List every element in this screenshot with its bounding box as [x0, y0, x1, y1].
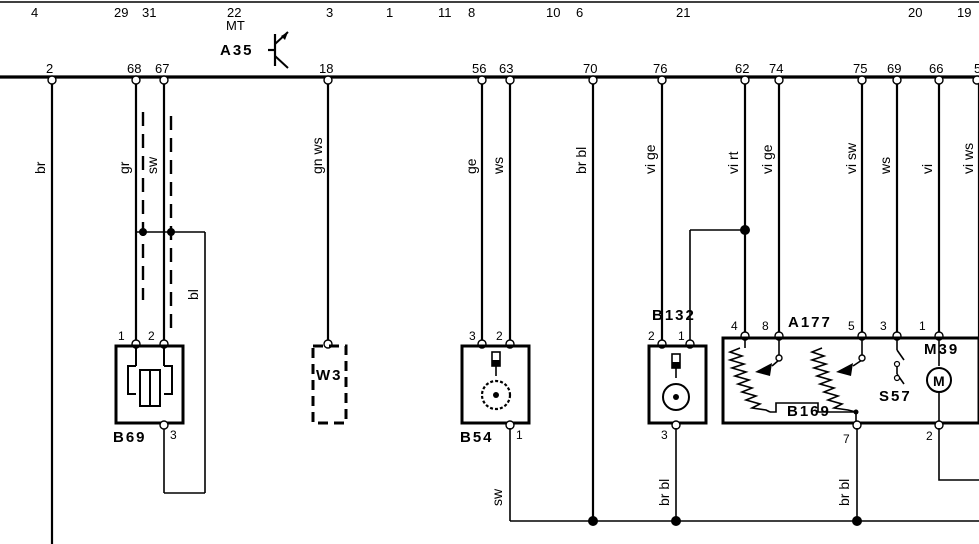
pin-66: 66 — [929, 61, 943, 76]
wire-label-br: br — [32, 161, 48, 174]
pin-69: 69 — [887, 61, 901, 76]
component-a177: 4 8 5 3 1 M — [721, 319, 979, 446]
svg-text:2: 2 — [648, 329, 655, 343]
top-num-6: 6 — [576, 5, 583, 20]
wire-label-vi-rt: vi rt — [725, 151, 741, 174]
top-num-11: 11 — [438, 5, 452, 20]
wire-label-gn-ws: gn ws — [309, 137, 325, 174]
svg-text:4: 4 — [731, 319, 738, 333]
pin-5: 5 — [974, 61, 979, 76]
wire-label-vi-ge: vi ge — [642, 144, 658, 174]
top-num-29: 29 — [114, 5, 128, 20]
component-b69: 1 2 3 — [114, 329, 185, 442]
top-num-8: 8 — [468, 5, 475, 20]
wire-label-br-bl-b132: br bl — [656, 479, 672, 506]
svg-text:1: 1 — [118, 329, 125, 343]
wire-label-vi-sw: vi sw — [843, 142, 859, 174]
pin-68: 68 — [127, 61, 141, 76]
component-label-a35: A35 — [220, 42, 254, 59]
svg-text:3: 3 — [170, 428, 177, 442]
top-mt-label: MT — [226, 18, 245, 33]
top-num-31: 31 — [142, 5, 156, 20]
svg-text:1: 1 — [919, 319, 926, 333]
wire-label-ge: ge — [463, 158, 479, 174]
svg-text:5: 5 — [848, 319, 855, 333]
top-num-20: 20 — [908, 5, 922, 20]
pin-56: 56 — [472, 61, 486, 76]
pin-18: 18 — [319, 61, 333, 76]
top-num-10: 10 — [546, 5, 560, 20]
svg-text:3: 3 — [661, 428, 668, 442]
wire-label-vi: vi — [919, 164, 935, 174]
pin-70: 70 — [583, 61, 597, 76]
component-label-b54: B54 — [460, 429, 494, 446]
wire-label-br-bl: br bl — [573, 147, 589, 174]
ground-node-1 — [588, 516, 598, 526]
pin-62: 62 — [735, 61, 749, 76]
component-label-b169: B169 — [787, 403, 831, 420]
pin-76: 76 — [653, 61, 667, 76]
top-num-1: 1 — [386, 5, 393, 20]
w3-dashed-box — [311, 344, 348, 425]
pin-63: 63 — [499, 61, 513, 76]
svg-text:8: 8 — [762, 319, 769, 333]
wire-label-ws-2: ws — [877, 157, 893, 175]
top-num-19: 19 — [957, 5, 971, 20]
b132-junction — [740, 225, 750, 235]
pin-75: 75 — [853, 61, 867, 76]
svg-text:2: 2 — [926, 429, 933, 443]
svg-text:1: 1 — [678, 329, 685, 343]
m39-out-wire — [938, 428, 979, 481]
svg-text:2: 2 — [496, 329, 503, 343]
wire-label-bl: bl — [185, 289, 201, 300]
svg-text:1: 1 — [516, 428, 523, 442]
component-label-a177: A177 — [788, 314, 832, 331]
b69-node-2 — [167, 228, 175, 236]
svg-text:2: 2 — [148, 329, 155, 343]
svg-text:3: 3 — [880, 319, 887, 333]
pin-67: 67 — [155, 61, 169, 76]
a35-symbol — [268, 31, 289, 69]
component-b132: 2 1 3 — [647, 329, 708, 442]
wire-label-vi-ws: vi ws — [960, 143, 976, 174]
svg-text:3: 3 — [469, 329, 476, 343]
top-num-3: 3 — [326, 5, 333, 20]
wire-label-sw: sw — [144, 156, 160, 174]
top-num-22: 22 — [227, 5, 241, 20]
svg-text:M: M — [933, 373, 945, 389]
wire-label-br-bl-a177: br bl — [836, 479, 852, 506]
component-label-b132: B132 — [652, 307, 696, 324]
bus-terminals — [47, 75, 979, 85]
wire-label-vi-ge-2: vi ge — [759, 144, 775, 174]
top-num-4: 4 — [31, 5, 38, 20]
component-label-m39: M39 — [924, 341, 959, 358]
wire-label-sw-b54: sw — [489, 488, 505, 506]
b69-node-1 — [139, 228, 147, 236]
svg-text:7: 7 — [843, 432, 850, 446]
wire-label-ws: ws — [490, 157, 506, 175]
pin-2: 2 — [46, 61, 53, 76]
component-label-w3: W3 — [316, 367, 343, 384]
component-label-b69: B69 — [113, 429, 147, 446]
wire-label-gr: gr — [116, 161, 132, 174]
top-num-21: 21 — [676, 5, 690, 20]
pin-74: 74 — [769, 61, 783, 76]
component-label-s57: S57 — [879, 388, 912, 405]
component-b54: 3 2 1 — [460, 329, 531, 442]
